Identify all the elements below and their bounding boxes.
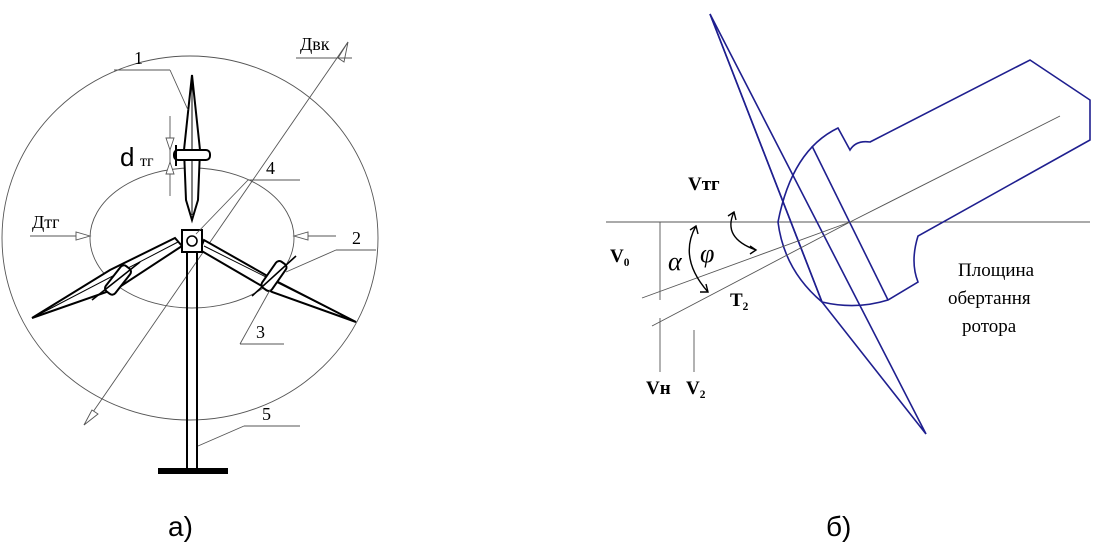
dvk-arrow-bottom xyxy=(83,409,99,426)
dvk-diameter-line xyxy=(83,41,349,426)
figure-a-drawing: Двк Дтг d тг 1 4 2 3 5 а) xyxy=(1,34,379,542)
blade-left-axis xyxy=(35,241,179,317)
label-dtg: Дтг xyxy=(32,212,60,232)
label-vh: Vн xyxy=(646,378,671,399)
label-d-small: d xyxy=(120,142,134,172)
label-alpha: α xyxy=(668,247,683,276)
callout-4-pointer xyxy=(195,179,249,235)
tower-base xyxy=(158,468,228,474)
label-plane-line1: Площина xyxy=(958,260,1035,281)
callout-5-number: 5 xyxy=(262,404,271,424)
rotor-plane-blade-edge xyxy=(709,13,823,303)
callout-3-number: 3 xyxy=(256,322,265,342)
phi-arrow-bottom xyxy=(749,245,758,255)
label-v-tg: Vтг xyxy=(688,174,720,195)
dvk-arrow-top xyxy=(337,41,349,63)
label-dvk: Двк xyxy=(300,34,330,54)
label-plane-line2: обертання xyxy=(948,288,1031,309)
axis-line xyxy=(849,115,1061,223)
callout-2-pointer xyxy=(285,249,337,273)
callout-5-pointer xyxy=(197,425,245,447)
dtg-arrow-right xyxy=(292,231,309,241)
figure-a-caption: а) xyxy=(168,511,193,542)
figure-b-caption: б) xyxy=(826,511,851,542)
callout-1-pointer xyxy=(169,69,189,111)
outer-wheel-circle xyxy=(1,55,379,421)
figure-b-velocity-diagram: Vтг V₀ α φ T₂ Vн V₂ Площина обертання ро… xyxy=(560,0,1097,551)
blade-right-axis xyxy=(203,245,353,321)
label-v0: V₀ xyxy=(610,246,630,267)
generator-right-prop xyxy=(251,255,297,297)
alpha-arrow-bottom xyxy=(700,283,709,293)
generator-left-prop xyxy=(91,261,141,301)
callout-2-number: 2 xyxy=(352,228,361,248)
dtg-small-arrow-top xyxy=(165,137,175,152)
label-phi: φ xyxy=(700,239,714,268)
rotor-disc-line xyxy=(811,145,889,301)
callout-4-number: 4 xyxy=(266,158,275,178)
hub-center xyxy=(186,235,198,247)
nacelle-body xyxy=(777,59,1091,307)
figure-a-wind-turbine-front-view: Двк Дтг d тг 1 4 2 3 5 а) xyxy=(1,34,379,542)
callout-1-number: 1 xyxy=(134,48,143,68)
phi-arc xyxy=(730,211,757,251)
callout-3-pointer xyxy=(239,289,271,345)
label-v2: V₂ xyxy=(686,378,706,399)
dtg-small-arrow-bottom xyxy=(165,160,175,175)
label-d-small-sub: тг xyxy=(140,153,154,170)
generator-upper xyxy=(173,149,211,161)
v0-direction-line xyxy=(641,221,851,299)
label-t2: T₂ xyxy=(730,290,749,311)
alpha-arrow-top xyxy=(689,224,699,235)
label-plane-line3: ротора xyxy=(962,316,1017,337)
v2-direction-line xyxy=(651,221,851,327)
figure-b-drawing: Vтг V₀ α φ T₂ Vн V₂ Площина обертання ро… xyxy=(606,13,1091,542)
phi-arrow-top xyxy=(727,210,737,221)
rotor-plane-blade xyxy=(709,13,927,435)
dtg-arrow-left xyxy=(75,231,92,241)
alpha-arc xyxy=(688,225,709,293)
